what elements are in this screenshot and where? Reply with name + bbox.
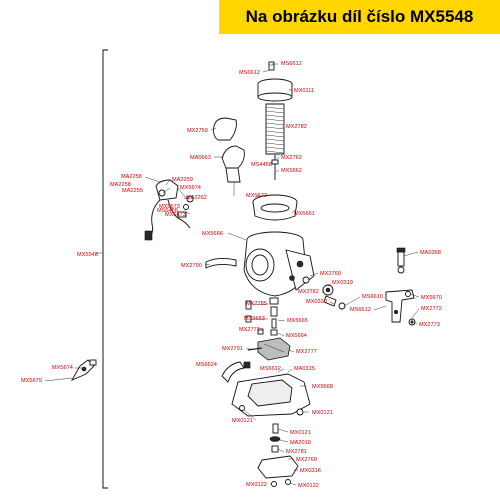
jets-stack	[269, 297, 279, 336]
label-ma0663: MA0663	[190, 155, 211, 161]
label-ma2258-b: MA2258	[110, 182, 131, 188]
title-text: Na obrázku díl číslo MX5548	[245, 7, 474, 26]
cable-bracket	[385, 289, 416, 326]
label-ma2255: MA2255	[122, 188, 143, 194]
label-mx2760-a: MX2760	[320, 271, 341, 277]
label-mx2773: MX2773	[419, 322, 440, 328]
float	[257, 337, 291, 361]
label-mx2785: MX2785	[246, 301, 267, 307]
label-ms4458: MS4458	[251, 162, 272, 168]
label-ms6458: MS6458	[157, 208, 178, 214]
rubber-cap	[213, 117, 237, 141]
label-mx0122-b: MX0122	[298, 483, 319, 489]
label-mx0111: MX0111	[294, 88, 314, 94]
label-mx5664: MX5664	[286, 333, 307, 339]
carburetor-body	[243, 231, 315, 297]
label-mx5663: MX5663	[244, 316, 265, 322]
pilot-screw	[70, 359, 97, 381]
needle	[271, 155, 279, 180]
assembly-bracket	[102, 49, 108, 489]
label-mx5672: MX5672	[246, 193, 267, 199]
label-ma0368: MA0368	[420, 250, 441, 256]
label-ms6612-c: MS6612	[350, 307, 371, 313]
choke-cap	[221, 145, 245, 196]
screw-top	[268, 61, 275, 71]
label-mx2790: MX2790	[181, 263, 202, 269]
label-mx2771: MX2771	[239, 327, 260, 333]
float-chamber	[231, 373, 311, 417]
label-mx5673-a: MX5673	[159, 204, 180, 210]
label-mx0320: MX0320	[306, 299, 327, 305]
label-mx0316: MX0316	[300, 468, 321, 474]
label-ms6612-d: MS6612	[260, 366, 281, 372]
label-mx2782-top: MX2782	[286, 124, 307, 130]
label-mx5548: MX5548	[77, 252, 98, 258]
label-mx5679: MX5679	[21, 378, 42, 384]
label-ms6612-b: MS6612	[239, 70, 260, 76]
label-mx5674-a: MX5674	[180, 185, 201, 191]
label-mx0121-c: MX0121	[290, 430, 311, 436]
fuel-hose	[205, 257, 237, 269]
label-ma2259: MA2259	[172, 177, 193, 183]
throttle-linkage	[322, 284, 346, 310]
label-mx5665: MX5665	[287, 318, 308, 324]
carburetor-cap	[257, 78, 293, 102]
label-ms6610: MS6610	[362, 294, 383, 300]
float-pin	[247, 347, 263, 351]
label-mx0121-a: MX0121	[312, 410, 333, 416]
label-mx5662: MX5662	[281, 168, 302, 174]
label-mx2772: MX2772	[421, 306, 442, 312]
label-mx2762: MX2762	[281, 155, 302, 161]
label-ma2258-a: MA2258	[121, 174, 142, 180]
label-mx2782-b: MX2782	[298, 289, 319, 295]
label-mx5670: MX5670	[421, 295, 442, 301]
label-mx0122-a: MX0122	[246, 482, 267, 488]
cover-plate	[257, 455, 299, 487]
label-mx2781: MX2781	[286, 449, 307, 455]
label-mx5661: MX5661	[294, 211, 315, 217]
part-labels: MS6612 MS6612 MX0111 MX2759 MX2782 MA066…	[21, 61, 442, 489]
label-mx2777: MX2777	[296, 349, 317, 355]
label-mx2759: MX2759	[187, 128, 208, 134]
label-ma2010: MA2010	[290, 440, 311, 446]
adjust-screw-right	[396, 247, 406, 274]
label-mx0121-b: MX0121	[232, 418, 253, 424]
label-mx2760-b: MX2760	[296, 457, 317, 463]
label-mx0319: MX0319	[332, 280, 353, 286]
label-ma2262: MA2262	[186, 195, 207, 201]
title-banner: Na obrázku díl číslo MX5548	[219, 0, 500, 34]
label-mx2791: MX2791	[222, 346, 243, 352]
drain-screw	[269, 423, 281, 453]
label-ms6624: MS6624	[196, 362, 217, 368]
throttle-spring	[265, 103, 285, 155]
diaphragm-piston	[252, 194, 298, 221]
leader-lines	[44, 63, 420, 486]
label-mx5674-b: MX5674	[52, 365, 73, 371]
label-ma0315: MA0315	[294, 366, 315, 372]
drain-tube	[221, 361, 251, 383]
label-mx5668: MX5668	[312, 384, 333, 390]
label-mx5673-b: MX5673	[165, 212, 186, 218]
label-ms6612-a: MS6612	[281, 61, 302, 67]
label-mx5666: MX5666	[202, 231, 223, 237]
small-screws-left	[245, 300, 264, 335]
